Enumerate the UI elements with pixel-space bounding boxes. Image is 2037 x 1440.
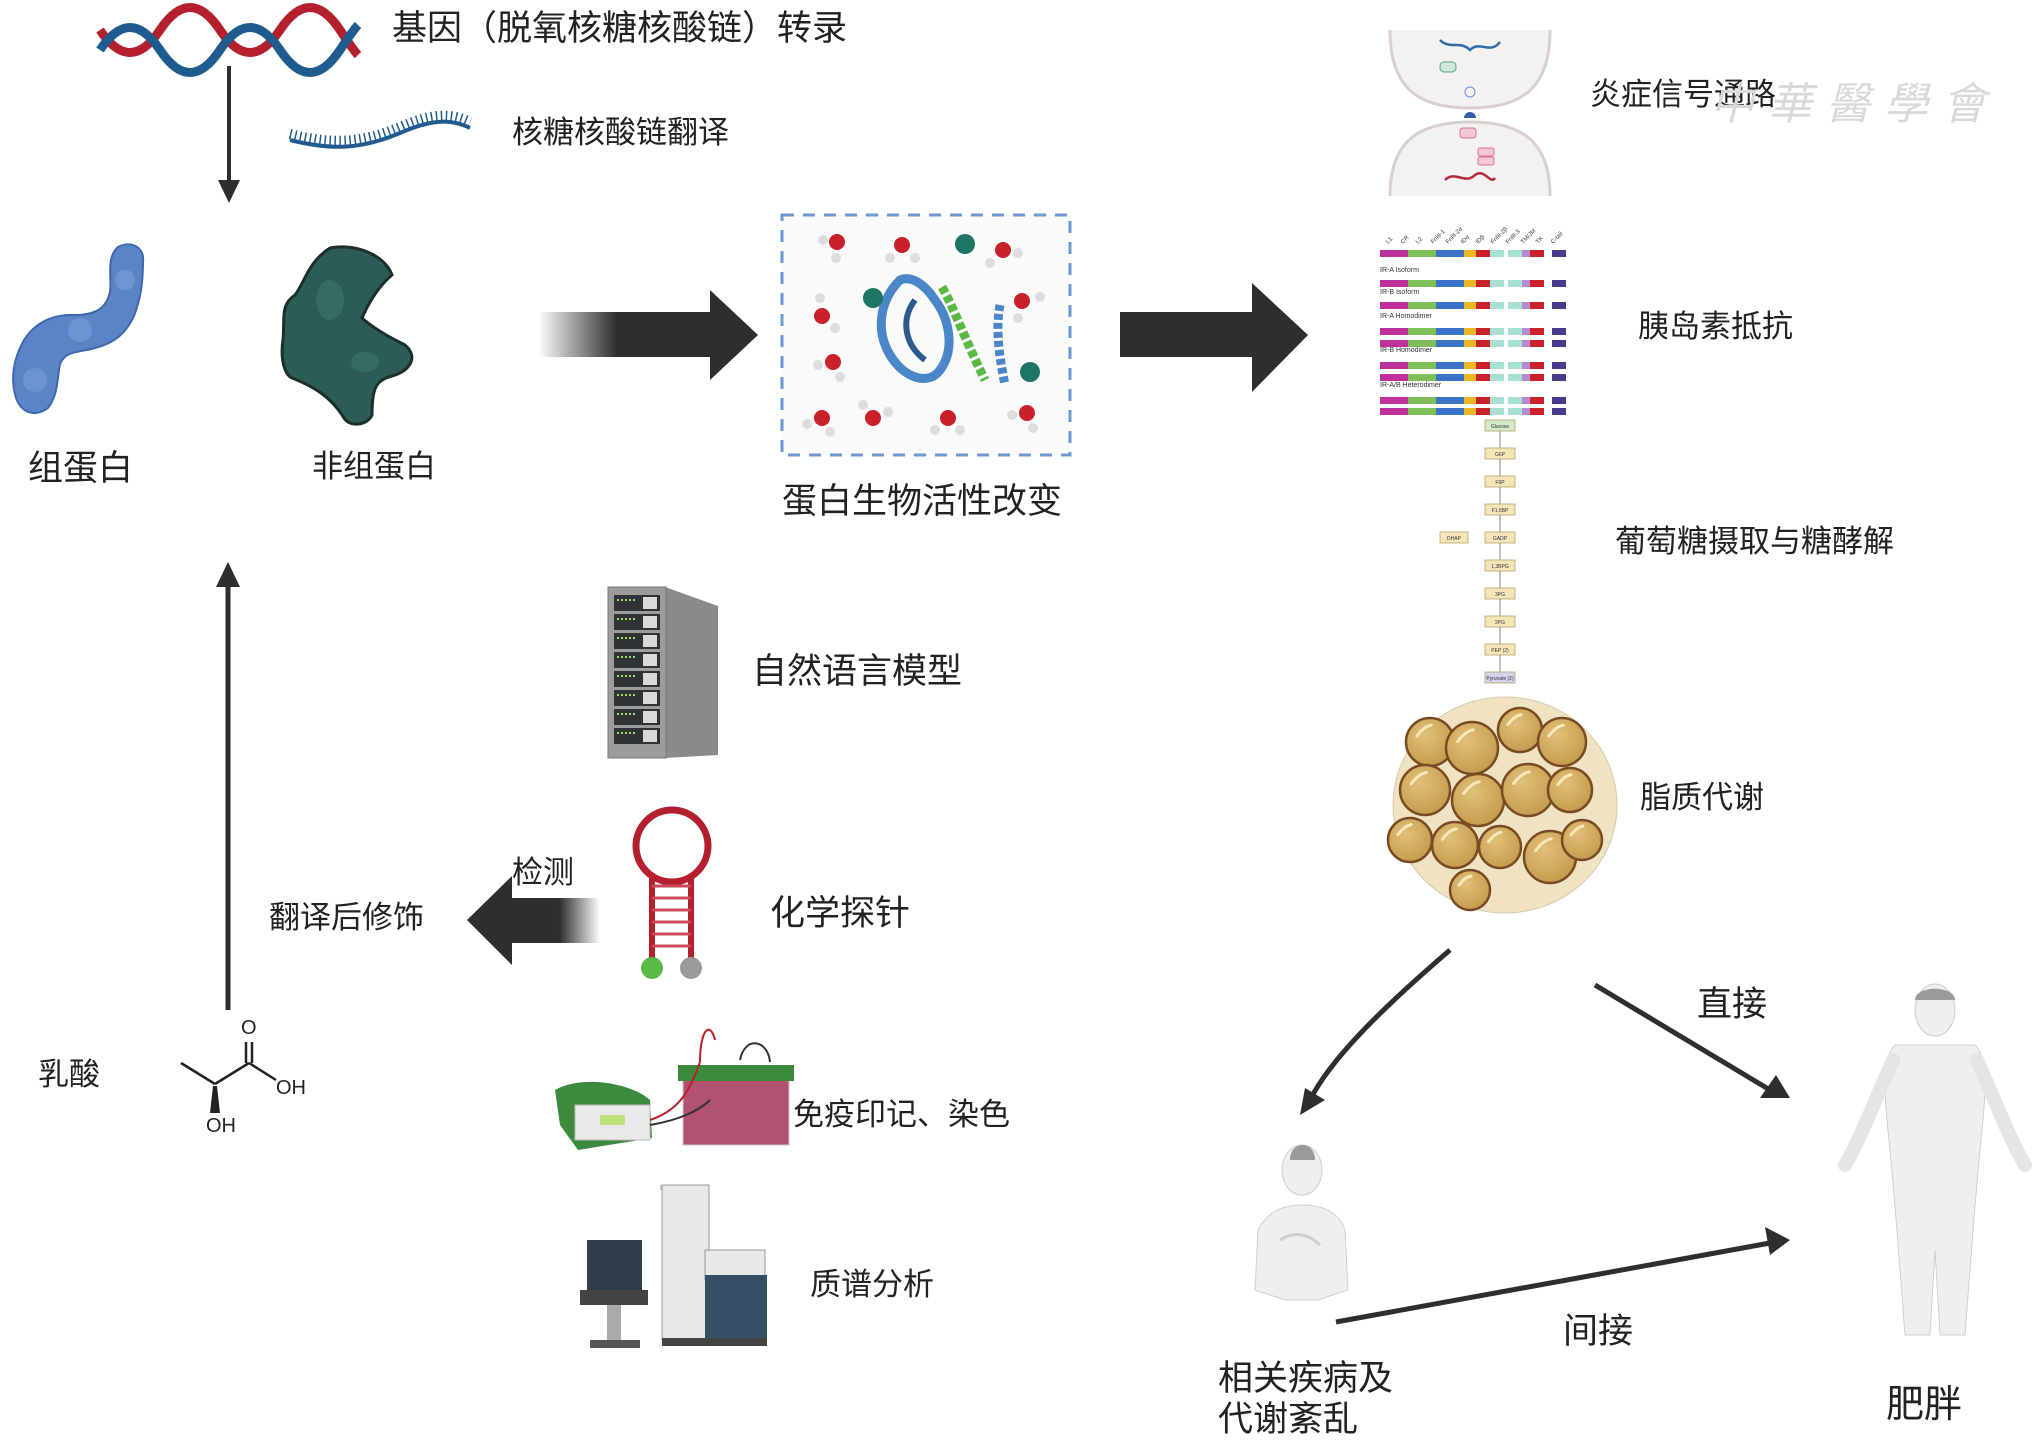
western-blot-label: 免疫印记、染色: [793, 1097, 1010, 1133]
ptm-label: 翻译后修饰: [269, 900, 424, 936]
insulin-resistance-label: 胰岛素抵抗: [1638, 309, 1793, 345]
glycolysis-step-label: 3PG: [1495, 592, 1505, 598]
ir-domain-label: IDβ: [1475, 234, 1486, 245]
ir-domain-label: TK: [1535, 236, 1545, 246]
ir-domain-label: L2: [1415, 236, 1424, 245]
glucose-glycolysis-label: 葡萄糖摄取与糖酵解: [1615, 524, 1894, 560]
mass-spectrometer-icon: [580, 1184, 767, 1348]
glycolysis-step-label: G6P: [1495, 452, 1506, 458]
chemical-probe-label: 化学探针: [770, 894, 911, 934]
rna-strand-icon: [288, 110, 473, 149]
glycolysis-step-label: PEP (2): [1491, 648, 1509, 654]
mass-spec-label: 质谱分析: [810, 1267, 934, 1303]
non-histone-protein-icon: [280, 245, 414, 426]
non-histone-label: 非组蛋白: [312, 449, 436, 485]
dna-helix-icon: [96, 3, 362, 77]
lipid-metabolism-label: 脂质代谢: [1640, 780, 1764, 816]
inflammation-pathway-label: 炎症信号通路: [1590, 77, 1776, 113]
adipocyte: [1536, 716, 1588, 768]
glycolysis-step-label: Glucose: [1491, 424, 1510, 430]
adipocyte: [1398, 763, 1452, 817]
glycolysis-step-label: F6P: [1495, 480, 1505, 486]
activity-change-arrow: [538, 290, 758, 380]
server-rack-icon: [607, 586, 718, 759]
svg-text:DHAP: DHAP: [1447, 536, 1462, 542]
glycolysis-step-label: 2PG: [1495, 620, 1505, 626]
ir-domain-label: FnIII-1: [1430, 228, 1447, 245]
glycolysis-step-label: F1,6BP: [1492, 508, 1509, 514]
adipocyte-cluster-icon: [1386, 696, 1618, 914]
to-disease-arrow: [1300, 948, 1452, 1115]
patient-figure-icon: [1254, 1144, 1349, 1301]
obese-person-figure-icon: [1838, 983, 2032, 1336]
ir-isoform-label: IR-B Homodimer: [1380, 347, 1433, 354]
chem-oxygen: O: [241, 1017, 257, 1039]
indirect-label: 间接: [1563, 1312, 1634, 1352]
ir-domain-label: TM/JM: [1520, 228, 1537, 245]
chem-hydroxyl-alpha: OH: [206, 1115, 236, 1137]
adipocyte: [1477, 824, 1523, 870]
chem-hydroxyl-carboxyl: OH: [276, 1077, 306, 1099]
watermark: 中華醫學會: [1710, 79, 2000, 130]
protein-structure-icon: [876, 274, 1010, 386]
glycolysis-step-label: Pyruvate (2): [1486, 676, 1514, 682]
adipocyte: [1546, 766, 1594, 814]
sodium-ion-icon: [863, 234, 1040, 382]
glycolysis-step-label: 1,3BPG: [1491, 564, 1509, 570]
ir-isoform-label: IR-B Isoform: [1380, 289, 1419, 296]
rna-translation-label: 核糖核酸链翻译: [512, 115, 729, 151]
indirect-arrow: [1335, 1227, 1790, 1325]
histone-protein-icon: [12, 243, 145, 415]
downstream-arrow: [1120, 283, 1308, 392]
ir-isoform-label: IR-A Homodimer: [1380, 313, 1432, 320]
obesity-label: 肥胖: [1886, 1382, 1963, 1426]
nlp-model-label: 自然语言模型: [752, 652, 963, 692]
protein-activity-panel: [780, 213, 1072, 457]
glycolysis-step-label: GADP: [1493, 536, 1508, 542]
protein-activity-label: 蛋白生物活性改变: [782, 482, 1063, 522]
ir-domain-label: C-tail: [1550, 231, 1564, 245]
detect-arrow: [467, 876, 600, 965]
detect-label: 检测: [512, 855, 574, 891]
ir-isoform-label: IR-A/B Heterodimer: [1380, 382, 1442, 389]
disease-label-line1: 相关疾病及: [1218, 1359, 1394, 1399]
adipocyte: [1560, 818, 1604, 862]
disease-label-line2: 代谢紊乱: [1218, 1400, 1359, 1440]
ir-isoform-label: IR-A Isoform: [1380, 267, 1419, 274]
adipocyte: [1448, 868, 1492, 912]
histone-label: 组蛋白: [28, 449, 134, 489]
water-molecule-icon: [802, 234, 1045, 437]
inflammation-pathway-icon: [1388, 29, 1552, 197]
lactic-acid-structure: [180, 1042, 277, 1113]
chemical-probe-icon: [632, 806, 712, 979]
lactate-label: 乳酸: [38, 1057, 100, 1093]
dna-transcription-label: 基因（脱氧核糖核酸链）转录: [392, 9, 848, 49]
ir-domain-label: IDα: [1460, 234, 1471, 245]
western-blot-apparatus-icon: [555, 1028, 794, 1150]
transcription-arrow: [218, 66, 240, 203]
glycolysis-step-box: [1484, 671, 1516, 684]
ir-domain-label: L1: [1385, 236, 1394, 245]
lactylation-arrow: [216, 562, 240, 1010]
direct-arrow: [1593, 982, 1790, 1098]
ir-domain-label: CR: [1400, 235, 1411, 246]
direct-label: 直接: [1697, 985, 1768, 1025]
